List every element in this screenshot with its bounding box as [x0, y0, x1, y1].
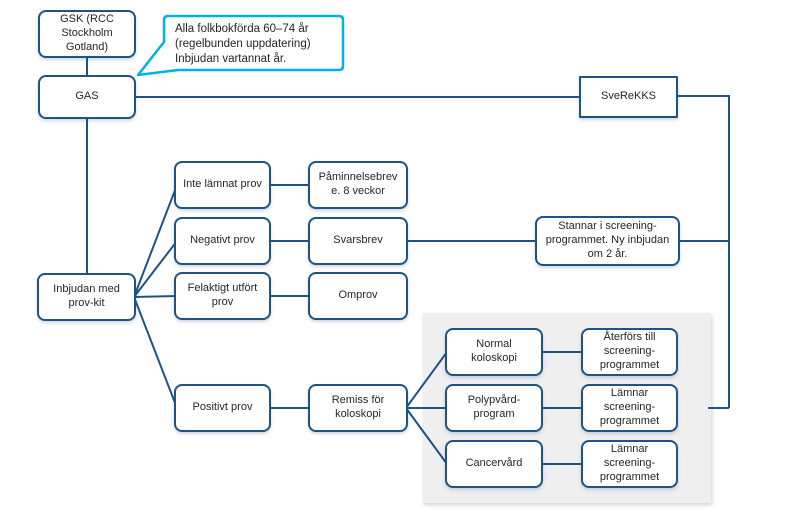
- node-inbjudan-med-prov-kit: Inbjudan med prov-kit: [37, 273, 136, 321]
- connector-fan-positivt: [133, 296, 178, 409]
- node-stannar-i-screening: Stannar i screening-programmet. Ny inbju…: [535, 216, 680, 266]
- connector-remiss-cancervard: [405, 407, 448, 465]
- callout-bubble: [136, 14, 345, 77]
- connector-remiss-normal: [405, 351, 448, 409]
- node-positivt-prov: Positivt prov: [174, 384, 271, 432]
- callout-note: Alla folkbokförda 60–74 år (regelbunden …: [175, 22, 311, 68]
- node-normal-koloskopi: Normal koloskopi: [445, 328, 543, 376]
- node-remiss-koloskopi: Remiss för koloskopi: [308, 384, 408, 432]
- node-negativt-prov: Negativt prov: [174, 217, 271, 265]
- node-svarsbrev: Svarsbrev: [308, 217, 408, 265]
- connector-fan-felaktigt: [133, 295, 178, 298]
- node-sverekks: SveReKKS: [579, 76, 678, 118]
- node-paminnelsebrev: Påminnelsebrev e. 8 veckor: [308, 161, 408, 209]
- callout-line: Inbjudan vartannat år.: [175, 53, 287, 66]
- node-gas: GAS: [38, 75, 136, 119]
- node-lamnar-screening-polyp: Lämnar screening-programmet: [581, 384, 678, 432]
- connector-fan-negativt: [133, 240, 178, 298]
- node-gsk: GSK (RCC Stockholm Gotland): [38, 10, 136, 58]
- connector-fan-inte-lamnat: [133, 184, 178, 298]
- node-polypvard-program: Polypvård-program: [445, 384, 543, 432]
- node-inte-lamnat-prov: Inte lämnat prov: [174, 161, 271, 209]
- node-aterfors-screening: Återförs till screening-programmet: [581, 328, 678, 376]
- callout-line: Alla folkbokförda 60–74 år: [175, 23, 309, 35]
- node-omprov: Omprov: [308, 272, 408, 320]
- node-felaktigt-utfort-prov: Felaktigt utfört prov: [174, 272, 271, 320]
- node-lamnar-screening-cancer: Lämnar screening-programmet: [581, 440, 678, 488]
- node-cancervard: Cancervård: [445, 440, 543, 488]
- callout-line: (regelbunden uppdatering): [175, 38, 311, 51]
